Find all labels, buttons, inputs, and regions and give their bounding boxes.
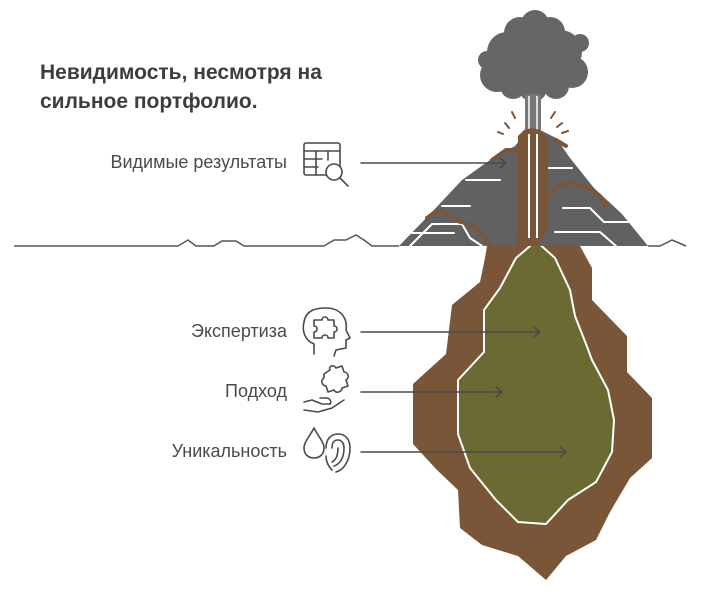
label-uniqueness: Уникальность <box>171 441 287 461</box>
diagram-title: Невидимость, несмотря на сильное портфол… <box>40 61 322 113</box>
arrow-visible-results <box>360 157 507 169</box>
ground-line <box>14 234 687 247</box>
label-approach: Подход <box>225 381 287 401</box>
arrow-uniqueness <box>360 446 567 458</box>
arrow-expertise <box>360 326 541 338</box>
lava-sparks <box>497 111 569 135</box>
label-expertise: Экспертиза <box>191 321 287 341</box>
fingerprint-drop-icon <box>303 427 351 473</box>
volcano <box>399 128 648 248</box>
smoke-cloud <box>478 10 589 102</box>
head-puzzle-icon <box>302 307 351 357</box>
smoke-column <box>525 94 541 132</box>
arrow-approach <box>360 386 503 398</box>
hand-puzzle-icon <box>303 365 349 413</box>
spreadsheet-search-icon <box>303 142 349 187</box>
leader-lines <box>360 157 567 458</box>
label-visible-results: Видимые результаты <box>110 152 287 172</box>
core-layer <box>457 240 615 525</box>
